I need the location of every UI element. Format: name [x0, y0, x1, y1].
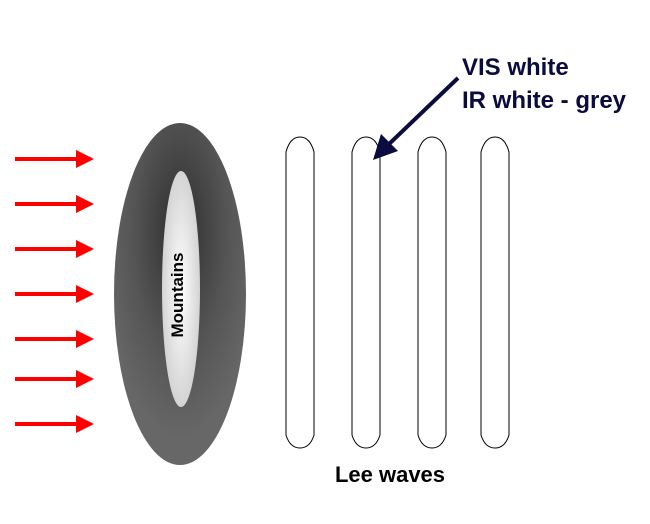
lee-waves [285, 136, 510, 449]
lee-wave-cloud [351, 136, 381, 449]
annotation-ir: IR white - grey [462, 87, 627, 114]
wind-arrow [15, 195, 94, 213]
wind-arrow [15, 285, 94, 303]
annotation-vis: VIS white [462, 54, 569, 81]
lee-wave-cloud [480, 136, 510, 449]
mountain-inner [162, 171, 200, 407]
wind-arrow [15, 150, 94, 168]
wind-arrow [15, 240, 94, 258]
wind-arrow [15, 330, 94, 348]
wind-arrows [15, 150, 94, 433]
lee-wave-cloud [417, 136, 447, 449]
wind-arrow [15, 415, 94, 433]
lee-waves-label: Lee waves [335, 462, 445, 487]
annotation-arrow [373, 76, 460, 160]
lee-wave-cloud [285, 136, 315, 449]
mountains-label: Mountains [168, 253, 187, 338]
wind-arrow [15, 370, 94, 388]
